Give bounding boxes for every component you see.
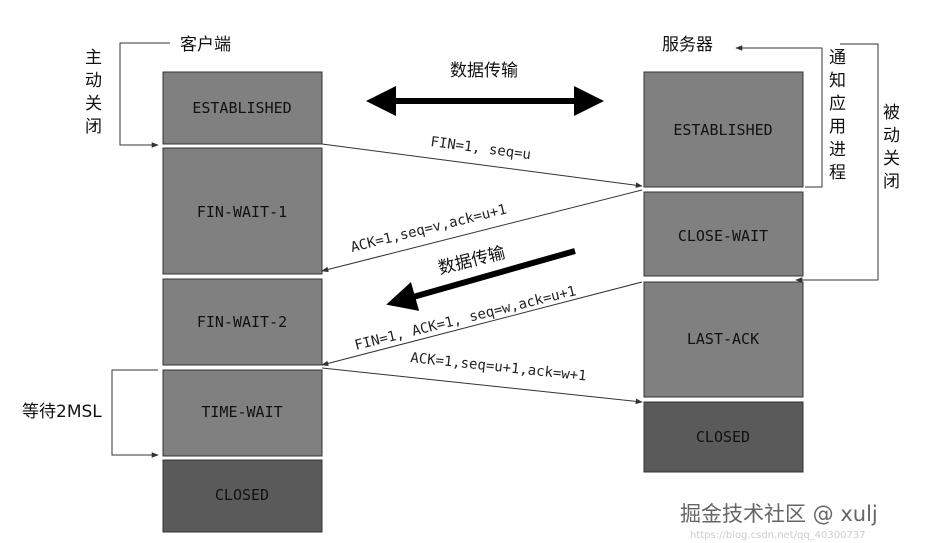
server-state-closed [643,401,804,473]
fin2-arrow [321,281,643,367]
notify-app-char: 通 [829,48,846,68]
ack1-arrow [321,189,643,273]
watermark-text: 掘金技术社区 @ xulj [680,502,878,526]
server-state-established [643,71,804,188]
server-state-close-wait [643,191,804,277]
fin2-label: FIN=1, ACK=1, seq=w,ack=u+1 [353,283,578,354]
notify-app-bracket [735,45,823,188]
server-state-established-label: ESTABLISHED [673,121,772,139]
notify-app-char: 用 [829,117,846,137]
data-transfer-top-label: 数据传输 [450,61,518,81]
client-state-fin-wait-1 [162,147,323,275]
passive-close-char: 被 [883,103,900,123]
passive-close-char: 闭 [883,172,900,192]
client-state-established-label: ESTABLISHED [192,99,291,117]
ack2-label: ACK=1,seq=u+1,ack=w+1 [410,350,588,384]
fin1-arrow [321,143,643,188]
notify-app-char: 程 [829,163,846,183]
active-close-label: 主 动 关 闭 [85,48,102,137]
passive-close-label: 被 动 关 闭 [883,103,900,192]
notify-app-char: 应 [829,94,846,114]
server-state-last-ack-label: LAST-ACK [687,330,759,348]
client-state-established [162,71,323,145]
passive-close-bracket [795,43,879,283]
fin1-label: FIN=1, seq=u [429,134,531,163]
ack2-arrow [321,367,643,405]
notify-app-label: 通 知 应 用 进 程 [829,48,846,183]
notify-app-char: 进 [829,140,846,160]
active-close-char: 动 [85,71,102,91]
watermark-url: https://blog.csdn.net/qq_40300737 [690,530,866,541]
client-title: 客户端 [180,35,231,55]
client-state-time-wait [162,369,323,457]
data-transfer-mid-arrow [386,248,576,311]
server-state-closed-label: CLOSED [696,428,750,446]
client-state-fin-wait-2 [162,278,323,366]
active-close-char: 闭 [85,117,102,137]
passive-close-char: 动 [883,126,900,146]
client-state-fin-wait-1-label: FIN-WAIT-1 [197,203,287,221]
wait-2msl-label: 等待2MSL [22,402,102,422]
client-state-closed-label: CLOSED [215,486,269,504]
active-close-bracket [119,42,170,148]
server-state-last-ack [643,281,804,398]
notify-app-char: 知 [829,71,846,91]
server-state-close-wait-label: CLOSE-WAIT [678,227,768,245]
server-title: 服务器 [662,35,713,55]
active-close-char: 关 [85,94,102,114]
client-state-closed [162,459,323,533]
active-close-char: 主 [85,48,102,68]
client-state-time-wait-label: TIME-WAIT [201,403,282,421]
passive-close-char: 关 [883,149,900,169]
client-state-fin-wait-2-label: FIN-WAIT-2 [197,313,287,331]
wait-2msl-bracket [111,369,159,458]
